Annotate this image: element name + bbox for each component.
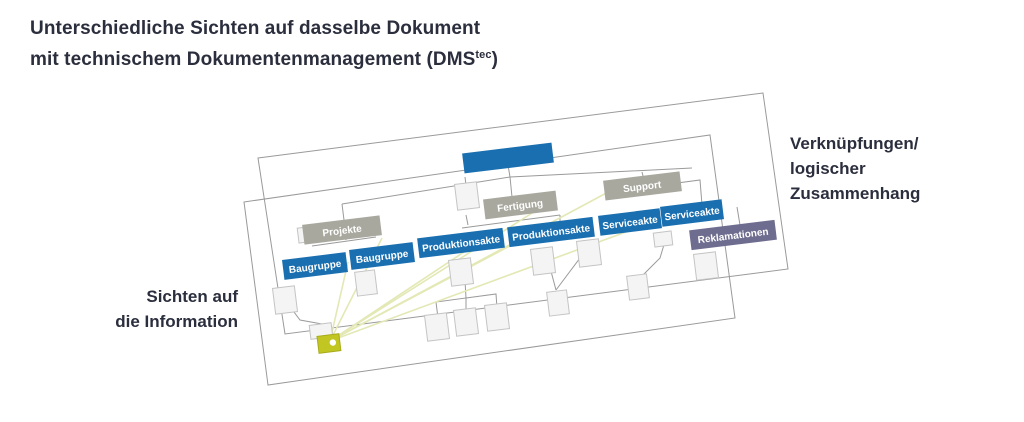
views-label: Sichten auf die Information [104,284,238,334]
document-icon [626,273,650,301]
document-icon [575,238,603,268]
document-icon [452,307,480,337]
document-icon [652,230,674,248]
page-title: Unterschiedliche Sichten auf dasselbe Do… [30,15,498,73]
node-reklamationen: Reklamationen [689,219,777,251]
dms-superscript: tec [475,49,492,61]
node-support-label: Support [622,180,662,196]
node-support: Support [603,171,682,201]
node-baugruppe-2: Baugruppe [349,242,415,270]
node-fertigung: Fertigung [483,190,558,220]
document-icon [354,269,378,297]
root-node [462,142,554,174]
document-icon [453,181,481,211]
document-icon [447,257,475,287]
title-line-1: Unterschiedliche Sichten auf dasselbe Do… [30,18,481,39]
links-label-line-2: logischer [790,159,866,178]
links-label-line-3: Zusammenhang [790,184,921,203]
links-plane-frame [257,92,789,335]
links-label: Verknüpfungen/ logischer Zusammenhang [790,131,920,206]
node-serviceakte-2: Serviceakte [660,199,724,227]
document-icons [271,181,720,342]
node-baugruppe-1: Baugruppe [282,252,348,280]
node-projekte-label: Projekte [322,224,363,240]
document-icon [546,289,570,317]
document-icon [271,285,299,315]
views-plane-frame [243,134,736,386]
document-icon [529,246,557,276]
document-icon [483,302,511,332]
links-label-line-1: Verknüpfungen/ [790,134,919,153]
linked-document-icon [316,333,342,354]
views-label-line-2: die Information [115,312,238,331]
document-icon [692,251,720,281]
title-line-2-text: mit technischem Dokumentenmanagement (DM… [30,49,476,70]
title-line-2-end: ) [491,49,499,70]
views-label-line-1: Sichten auf [146,287,238,306]
node-projekte: Projekte [302,215,382,245]
node-produktionsakte-2: Produktionsakte [507,216,595,248]
title-line-2: mit technischem Dokumentenmanagement (DM… [30,42,498,73]
node-serviceakte-1: Serviceakte [598,208,662,236]
node-produktionsakte-1: Produktionsakte [417,227,505,259]
document-icon [423,312,451,342]
